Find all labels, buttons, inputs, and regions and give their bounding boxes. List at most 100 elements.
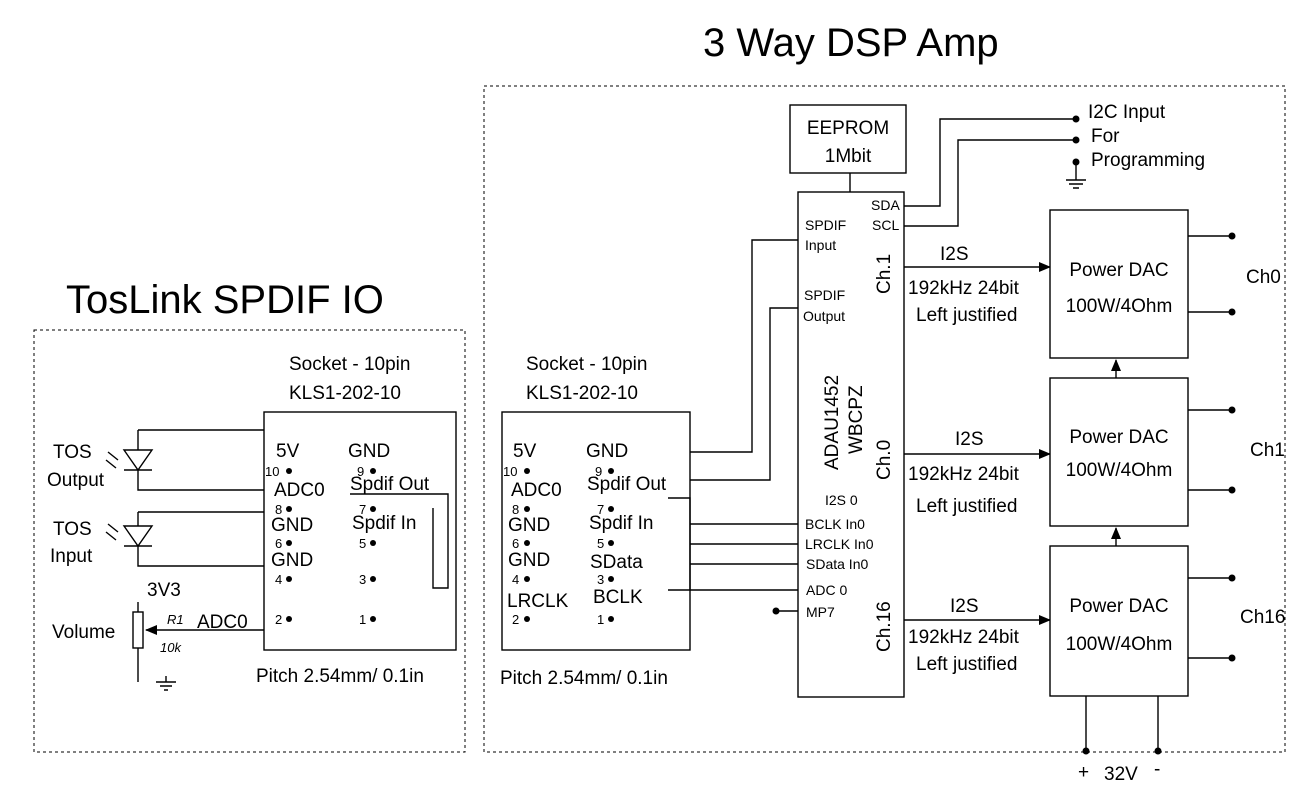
chip-port-ch1: Ch.1	[874, 254, 895, 294]
dac-ch16-label: Power DAC	[1069, 596, 1168, 617]
dsp-pin4-dot	[524, 576, 530, 582]
dsp-pin9-label: GND	[586, 441, 628, 462]
supply-minus-label: -	[1154, 759, 1160, 780]
tos-socket-part: KLS1-202-10	[289, 383, 401, 404]
dac-ch0-out-dot-a	[1228, 232, 1236, 240]
tos-input-light-icon	[105, 523, 119, 541]
dsp-pin2-label: LRCLK	[507, 591, 569, 612]
tos-input-wire	[137, 511, 264, 567]
dac-ch1-box	[1049, 377, 1189, 527]
dsp-pin5-num: 5	[597, 536, 604, 551]
tos-pin4-label: GND	[271, 550, 313, 571]
dac-ch1-out-wires	[1188, 409, 1232, 491]
dsp-pin8-dot	[524, 506, 530, 512]
dsp-socket-box	[501, 411, 691, 651]
i2c-label-1: I2C Input	[1088, 102, 1166, 123]
eeprom-label: EEPROM	[807, 118, 889, 139]
dac-ch0-out-dot-b	[1228, 308, 1236, 316]
dsp-spdif-input-wire	[690, 239, 798, 453]
ch16-format-label: 192kHz 24bit	[908, 627, 1020, 648]
dsp-pin4-label: GND	[508, 550, 550, 571]
dsp-pin5-dot	[608, 540, 614, 546]
dac-ch1-out-dot-b	[1228, 486, 1236, 494]
chip-name-1: ADAU1452	[822, 375, 843, 470]
tos-r1-label: R1	[167, 612, 184, 627]
tos-output-light-icon	[105, 451, 119, 469]
dsp-pin1-label: BCLK	[593, 587, 643, 608]
dac-ch1-label: Power DAC	[1069, 427, 1168, 448]
eeprom-box	[789, 104, 907, 174]
chip-i2s0-label: I2S 0	[825, 492, 858, 508]
ch0-justify-label: Left justified	[916, 496, 1017, 517]
supply-plus-dot	[1082, 747, 1090, 755]
tos-pin1-dot	[370, 616, 376, 622]
i2c-sda-wire	[904, 118, 1076, 207]
dac-ch16-out-wires	[1188, 577, 1232, 659]
tos-pin4-num: 4	[275, 572, 282, 587]
ch0-output-label: Ch0	[1246, 267, 1281, 288]
tos-r1-value: 10k	[160, 640, 182, 655]
i2c-label-3: Programming	[1091, 150, 1205, 171]
chip-spdif-out-label-1: SPDIF	[804, 287, 845, 303]
tos-pin8-label: ADC0	[274, 480, 325, 501]
dac-ch0-label: Power DAC	[1069, 260, 1168, 281]
chip-mp7-label: MP7	[806, 604, 835, 620]
ch16-bus-label: I2S	[950, 596, 979, 617]
tos-pin10-num: 10	[265, 464, 279, 479]
chip-spdif-out-label-2: Output	[803, 308, 845, 324]
dsp-pin10-dot	[524, 468, 530, 474]
tos-pot-resistor	[132, 611, 144, 649]
supply-wires	[1085, 696, 1159, 750]
tos-pin7-num: 7	[359, 502, 366, 517]
tos-pin10-dot	[286, 468, 292, 474]
i2c-label-2: For	[1091, 126, 1120, 147]
tos-pin7-label: Spdif Out	[350, 474, 430, 495]
dsp-title: 3 Way DSP Amp	[703, 21, 999, 65]
ch16-justify-label: Left justified	[916, 654, 1017, 675]
tos-output-diode-icon	[122, 449, 154, 472]
dac-ch16-power: 100W/4Ohm	[1066, 634, 1173, 655]
dsp-pin9-dot	[608, 468, 614, 474]
tos-output-wire	[137, 429, 264, 491]
tos-3v3-label: 3V3	[147, 580, 181, 601]
tos-adc0-label: ADC0	[197, 612, 248, 633]
tos-pin2-dot	[286, 616, 292, 622]
dsp-pin6-label: GND	[508, 515, 550, 536]
i2c-ground-icon	[1066, 162, 1086, 189]
tos-pin3-num: 3	[359, 572, 366, 587]
dsp-panel-border	[483, 85, 1286, 753]
tos-pot-ground-icon	[156, 676, 176, 691]
tos-pin5-dot	[370, 540, 376, 546]
ch0-bus-label: I2S	[955, 429, 984, 450]
dsp-pin7-dot	[608, 506, 614, 512]
ch0-format-label: 192kHz 24bit	[908, 464, 1020, 485]
tos-pin4-dot	[286, 576, 292, 582]
dsp-socket-part: KLS1-202-10	[526, 383, 638, 404]
chip-bclk-label: BCLK In0	[805, 516, 865, 532]
i2c-scl-dot	[1072, 136, 1080, 144]
tos-pitch-label: Pitch 2.54mm/ 0.1in	[256, 666, 424, 687]
chip-spdif-in-label-1: SPDIF	[805, 217, 846, 233]
tos-volume-label: Volume	[52, 622, 115, 643]
tos-pin7-dot	[370, 506, 376, 512]
dsp-mp7-dot	[772, 607, 780, 615]
dsp-socket-title: Socket - 10pin	[526, 354, 647, 375]
ch16-output-label: Ch16	[1240, 607, 1285, 628]
tos-pin5-num: 5	[359, 536, 366, 551]
dac-ch16-box	[1049, 545, 1189, 697]
i2c-sda-dot	[1072, 115, 1080, 123]
tos-pin9-label: GND	[348, 441, 390, 462]
dsp-pin1-num: 1	[597, 612, 604, 627]
tos-pin5-label: Spdif In	[352, 513, 416, 534]
eeprom-size: 1Mbit	[825, 146, 872, 167]
dac-ch0-out-wires	[1188, 235, 1232, 313]
ch1-format-label: 192kHz 24bit	[908, 278, 1020, 299]
tos-pin1-num: 1	[359, 612, 366, 627]
dsp-pin5-label: Spdif In	[589, 513, 653, 534]
dac-ch0-box	[1049, 209, 1189, 359]
dac-ch16-out-dot-b	[1228, 654, 1236, 662]
tos-pin9-num: 9	[357, 464, 364, 479]
dsp-pin10-label: 5V	[513, 441, 537, 462]
tos-pin6-dot	[286, 540, 292, 546]
tos-output-label-1: TOS	[53, 442, 92, 463]
